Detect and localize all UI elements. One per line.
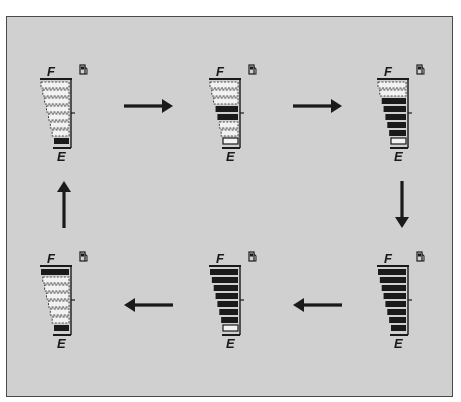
segment-empty — [219, 122, 238, 128]
empty-label: E — [394, 149, 403, 164]
segment-empty — [43, 277, 69, 283]
full-label: F — [384, 64, 393, 79]
full-label: F — [47, 64, 56, 79]
segment-lit — [384, 293, 406, 299]
segment-empty — [221, 130, 238, 136]
segment-empty — [52, 317, 69, 323]
segment-lit — [54, 138, 69, 144]
segment-lit — [382, 285, 406, 291]
segment-lit — [219, 309, 238, 315]
segment-empty — [50, 309, 69, 315]
full-label: F — [216, 64, 225, 79]
segment-lit — [389, 130, 406, 136]
segment-empty — [41, 82, 69, 88]
segment-empty — [380, 90, 406, 96]
segment-lit — [384, 106, 406, 112]
segment-lit — [221, 317, 238, 323]
empty-label: E — [394, 336, 403, 351]
segment-lit — [387, 309, 406, 315]
segment-lit — [380, 277, 406, 283]
empty-label: E — [57, 149, 66, 164]
full-label: F — [384, 251, 393, 266]
segment-lit — [217, 114, 238, 120]
empty-label: E — [226, 336, 235, 351]
segment-lit — [387, 122, 406, 128]
segment-empty — [210, 82, 238, 88]
segment-empty — [52, 130, 69, 136]
empty-label: E — [57, 336, 66, 351]
segment-lit — [382, 98, 406, 104]
segment-empty — [45, 285, 69, 291]
segment-empty — [212, 90, 238, 96]
segment-empty — [223, 138, 238, 144]
segment-lit — [214, 285, 238, 291]
segment-empty — [48, 114, 69, 120]
full-label: F — [47, 251, 56, 266]
segment-empty — [43, 90, 69, 96]
segment-lit — [54, 325, 69, 331]
segment-empty — [45, 98, 69, 104]
segment-lit — [216, 106, 238, 112]
segment-lit — [385, 301, 406, 307]
segment-lit — [378, 269, 406, 275]
segment-lit — [217, 301, 238, 307]
segment-lit — [41, 269, 69, 275]
segment-empty — [47, 106, 69, 112]
segment-lit — [212, 277, 238, 283]
segment-empty — [378, 82, 406, 88]
segment-lit — [389, 317, 406, 323]
segment-empty — [48, 301, 69, 307]
empty-label: E — [226, 149, 235, 164]
segment-empty — [223, 325, 238, 331]
segment-lit — [391, 325, 406, 331]
segment-empty — [50, 122, 69, 128]
segment-empty — [391, 138, 406, 144]
segment-empty — [47, 293, 69, 299]
segment-lit — [210, 269, 238, 275]
segment-empty — [214, 98, 238, 104]
segment-lit — [216, 293, 238, 299]
full-label: F — [216, 251, 225, 266]
segment-lit — [385, 114, 406, 120]
